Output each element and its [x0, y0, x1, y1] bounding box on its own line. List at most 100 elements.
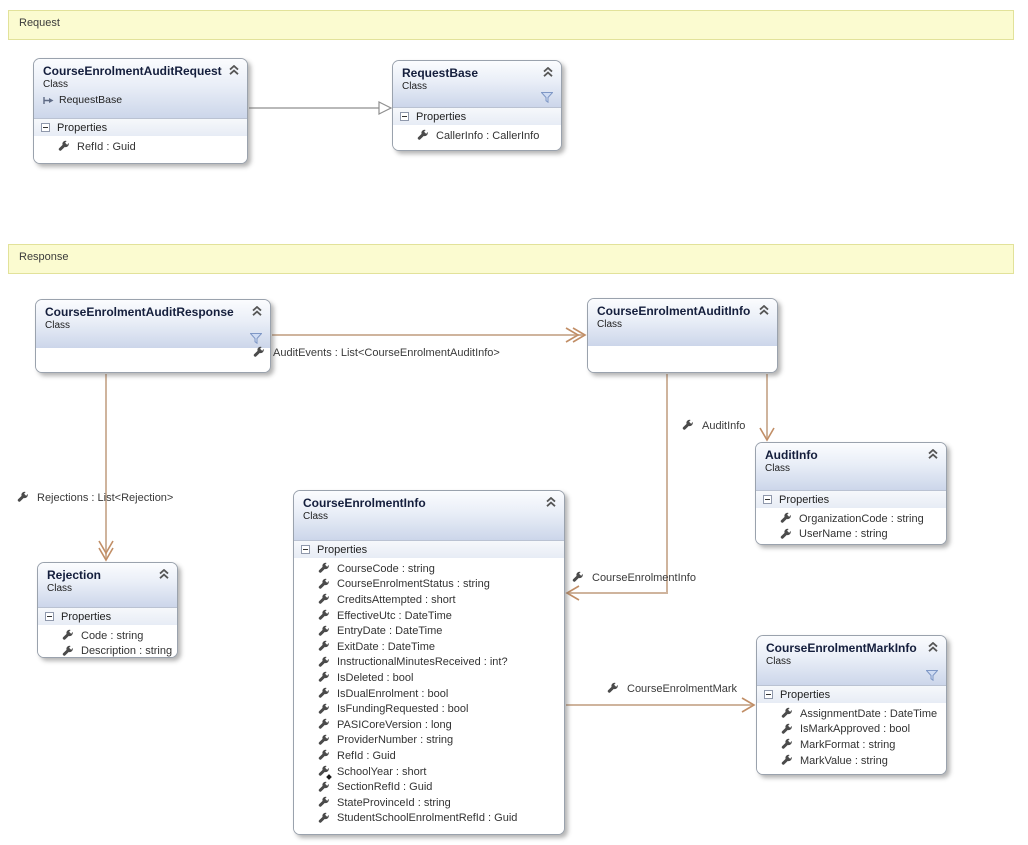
class-title: CourseEnrolmentAuditRequest: [43, 64, 222, 78]
class-body: RefId : Guid: [34, 136, 247, 163]
property-row[interactable]: SchoolYear : short: [294, 764, 564, 780]
properties-compartment[interactable]: Properties: [38, 607, 177, 625]
property-row[interactable]: Description : string: [38, 644, 177, 657]
wrench-icon: [780, 723, 793, 736]
property-row[interactable]: StateProvinceId : string: [294, 795, 564, 811]
properties-compartment[interactable]: Properties: [757, 685, 946, 703]
compartment-label: Properties: [61, 610, 112, 623]
collapse-chevron-icon[interactable]: [758, 305, 770, 315]
property-label: StateProvinceId : string: [337, 796, 451, 809]
property-row[interactable]: ProviderNumber : string: [294, 733, 564, 749]
minus-box-icon[interactable]: [400, 112, 409, 121]
property-row[interactable]: CourseCode : string: [294, 561, 564, 577]
request-band[interactable]: Request: [8, 10, 1014, 40]
property-label: IsMarkApproved : bool: [800, 723, 911, 736]
property-row[interactable]: EffectiveUtc : DateTime: [294, 608, 564, 624]
property-row[interactable]: ExitDate : DateTime: [294, 639, 564, 655]
collapse-chevron-icon[interactable]: [158, 569, 170, 579]
filter-icon[interactable]: [250, 333, 262, 344]
class-request-base[interactable]: RequestBase Class Properties CallerInfo …: [392, 60, 562, 151]
properties-compartment[interactable]: Properties: [756, 490, 946, 508]
course-enrolment-mark-connector[interactable]: [566, 697, 756, 713]
property-label: OrganizationCode : string: [799, 512, 924, 525]
property-row[interactable]: EntryDate : DateTime: [294, 623, 564, 639]
course-enrolment-mark-label[interactable]: CourseEnrolmentMark: [606, 682, 737, 695]
class-header: CourseEnrolmentAuditResponse Class: [36, 300, 270, 348]
audit-info-label[interactable]: AuditInfo: [681, 419, 745, 432]
class-title: RequestBase: [402, 66, 479, 80]
collapse-chevron-icon[interactable]: [545, 497, 557, 507]
wrench-icon: [61, 645, 74, 657]
class-header: CourseEnrolmentInfo Class: [294, 491, 564, 540]
rejections-connector[interactable]: [98, 374, 114, 562]
class-course-enrolment-mark-info[interactable]: CourseEnrolmentMarkInfo Class Properties…: [756, 635, 947, 775]
collapse-chevron-icon[interactable]: [228, 65, 240, 75]
class-course-enrolment-audit-response[interactable]: CourseEnrolmentAuditResponse Class: [35, 299, 271, 373]
collapse-chevron-icon[interactable]: [927, 449, 939, 459]
property-label: IsDualEnrolment : bool: [337, 687, 449, 700]
minus-box-icon[interactable]: [764, 690, 773, 699]
response-band[interactable]: Response: [8, 244, 1014, 274]
filter-icon[interactable]: [541, 92, 553, 103]
class-course-enrolment-audit-info[interactable]: CourseEnrolmentAuditInfo Class: [587, 298, 778, 373]
audit-events-label[interactable]: AuditEvents : List<CourseEnrolmentAuditI…: [252, 346, 500, 359]
property-row[interactable]: MarkFormat : string: [757, 737, 946, 753]
property-row[interactable]: OrganizationCode : string: [756, 511, 946, 527]
course-enrolment-info-connector[interactable]: [565, 374, 668, 601]
wrench-icon: [317, 734, 330, 747]
class-rejection[interactable]: Rejection Class Properties Code : string…: [37, 562, 178, 658]
property-row[interactable]: AssignmentDate : DateTime: [757, 706, 946, 722]
property-row[interactable]: SectionRefId : Guid: [294, 779, 564, 795]
minus-box-icon[interactable]: [763, 495, 772, 504]
audit-events-connector[interactable]: [272, 327, 587, 343]
filter-icon[interactable]: [926, 670, 938, 681]
minus-box-icon[interactable]: [41, 123, 50, 132]
property-row[interactable]: Code : string: [38, 628, 177, 644]
class-header: CourseEnrolmentAuditInfo Class: [588, 299, 777, 346]
property-row[interactable]: IsDeleted : bool: [294, 670, 564, 686]
collapse-chevron-icon[interactable]: [251, 306, 263, 316]
wrench-icon: [780, 738, 793, 751]
minus-box-icon[interactable]: [301, 545, 310, 554]
property-row[interactable]: UserName : string: [756, 527, 946, 543]
properties-compartment[interactable]: Properties: [294, 540, 564, 558]
class-audit-info[interactable]: AuditInfo Class Properties OrganizationC…: [755, 442, 947, 545]
property-row[interactable]: RefId : Guid: [294, 748, 564, 764]
collapse-chevron-icon[interactable]: [542, 67, 554, 77]
property-row[interactable]: IsMarkApproved : bool: [757, 722, 946, 738]
collapse-chevron-icon[interactable]: [927, 642, 939, 652]
property-row[interactable]: StudentSchoolEnrolmentRefId : Guid: [294, 811, 564, 827]
property-row[interactable]: MarkValue : string: [757, 753, 946, 769]
wrench-icon: [317, 625, 330, 638]
property-row[interactable]: CourseEnrolmentStatus : string: [294, 577, 564, 593]
wrench-icon: [57, 140, 70, 153]
property-row[interactable]: InstructionalMinutesReceived : int?: [294, 655, 564, 671]
property-label: RefId : Guid: [337, 749, 396, 762]
property-row[interactable]: IsFundingRequested : bool: [294, 701, 564, 717]
property-label: MarkFormat : string: [800, 738, 896, 751]
property-row[interactable]: RefId : Guid: [34, 139, 247, 155]
class-stereotype: Class: [47, 583, 73, 594]
property-row[interactable]: CallerInfo : CallerInfo: [393, 128, 561, 144]
compartment-label: Properties: [317, 543, 368, 556]
wrench-icon: [61, 629, 74, 642]
class-title: AuditInfo: [765, 448, 818, 462]
compartment-label: Properties: [779, 493, 830, 506]
property-label: ExitDate : DateTime: [337, 640, 436, 653]
property-row[interactable]: CreditsAttempted : short: [294, 592, 564, 608]
class-course-enrolment-info[interactable]: CourseEnrolmentInfo Class Properties Cou…: [293, 490, 565, 835]
property-row[interactable]: IsDualEnrolment : bool: [294, 686, 564, 702]
audit-info-connector[interactable]: [759, 374, 775, 442]
class-header: CourseEnrolmentAuditRequest Class Reques…: [34, 59, 247, 118]
rejections-label[interactable]: Rejections : List<Rejection>: [16, 491, 173, 504]
course-enrolment-info-label[interactable]: CourseEnrolmentInfo: [571, 571, 696, 584]
property-row[interactable]: PASICoreVersion : long: [294, 717, 564, 733]
property-label: CallerInfo : CallerInfo: [436, 129, 540, 142]
wrench-icon: [681, 419, 694, 432]
properties-compartment[interactable]: Properties: [34, 118, 247, 136]
minus-box-icon[interactable]: [45, 612, 54, 621]
wrench-icon: [317, 609, 330, 622]
inheritance-connector[interactable]: [249, 101, 393, 115]
class-course-enrolment-audit-request[interactable]: CourseEnrolmentAuditRequest Class Reques…: [33, 58, 248, 164]
properties-compartment[interactable]: Properties: [393, 107, 561, 125]
